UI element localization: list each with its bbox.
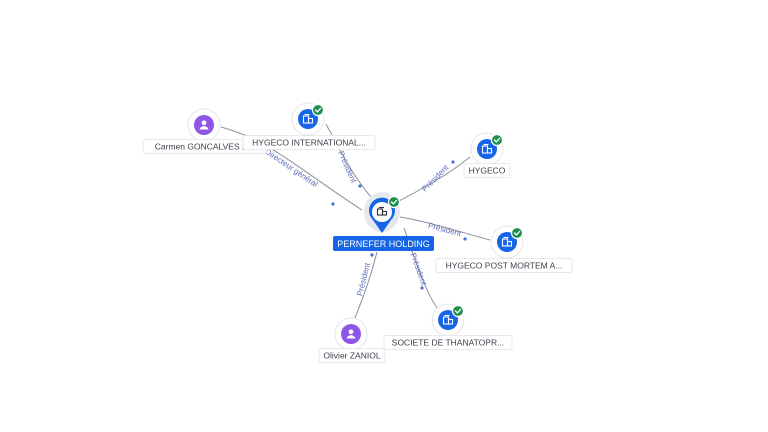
- person-icon: [199, 120, 209, 130]
- edge-label: Président: [420, 163, 451, 194]
- node-label-box: [242, 135, 376, 150]
- node-label-box: [463, 163, 511, 178]
- node-hygeco-pm[interactable]: HYGECO POST MORTEM A...: [435, 225, 573, 273]
- person-icon: [346, 329, 356, 339]
- building-icon: [302, 113, 314, 124]
- nodes-layer: Carmen GONCALVES D...HYGECO INTERNATIONA…: [142, 102, 573, 363]
- node-label: HYGECO: [469, 166, 506, 176]
- node-label: Olivier ZANIOL: [323, 351, 380, 361]
- edge-olivier[interactable]: Président: [354, 251, 378, 319]
- center-verified-icon: [387, 195, 401, 209]
- center-label-box: [333, 236, 434, 251]
- verified-check-icon: [510, 226, 524, 240]
- edge-arrow-icon: [358, 184, 362, 188]
- node-label-box: [318, 348, 386, 363]
- node-label-box: [383, 335, 513, 350]
- node-olivier[interactable]: Olivier ZANIOL: [318, 317, 386, 363]
- node-label: HYGECO INTERNATIONAL...: [252, 138, 366, 148]
- center-node[interactable]: PERNEFER HOLDING: [333, 192, 434, 251]
- edge-line: [354, 251, 378, 319]
- building-icon: [442, 314, 454, 325]
- edge-line: [220, 126, 363, 211]
- edge-arrow-icon: [463, 237, 467, 241]
- edge-line: [399, 216, 491, 241]
- node-societe[interactable]: SOCIETE DE THANATOPR...: [383, 303, 513, 350]
- edge-label: Président: [408, 252, 428, 288]
- verified-check-icon: [490, 133, 504, 147]
- edge-label: Directeur général: [263, 147, 319, 189]
- verified-check-icon: [451, 304, 465, 318]
- node-label-box: [435, 258, 573, 273]
- node-label: SOCIETE DE THANATOPR...: [392, 338, 504, 348]
- edge-label: Président: [427, 221, 463, 239]
- building-icon: [481, 143, 493, 154]
- verified-check-icon: [311, 103, 325, 117]
- node-label: HYGECO POST MORTEM A...: [446, 261, 563, 271]
- node-hygeco[interactable]: HYGECO: [463, 132, 511, 178]
- edge-arrow-icon: [331, 202, 335, 206]
- node-hygeco-intl[interactable]: HYGECO INTERNATIONAL...: [242, 102, 376, 150]
- node-label: Carmen GONCALVES D...: [155, 142, 255, 152]
- center-building-icon: [376, 206, 388, 216]
- edge-hygeco[interactable]: Président: [396, 156, 471, 203]
- edge-arrow-icon: [451, 160, 455, 164]
- edge-arrow-icon: [420, 286, 424, 290]
- edge-line: [396, 156, 471, 203]
- center-label: PERNEFER HOLDING: [337, 239, 430, 249]
- edge-arrow-icon: [370, 253, 374, 257]
- edge-line: [325, 123, 372, 198]
- building-icon: [501, 236, 513, 247]
- edge-hygeco-intl[interactable]: Président: [325, 123, 372, 198]
- edge-label: Président: [336, 150, 358, 185]
